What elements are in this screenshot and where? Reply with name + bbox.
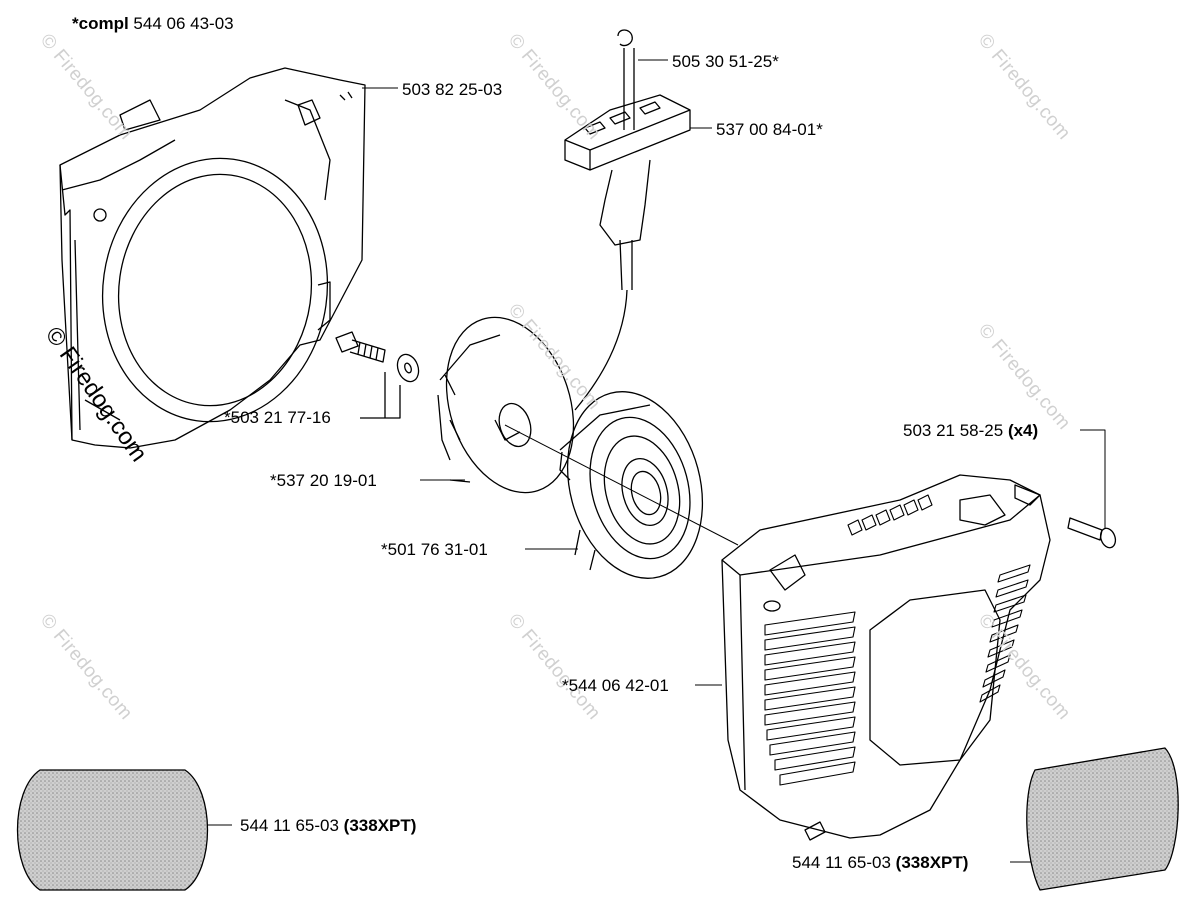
starter-handle-drawing — [564, 29, 691, 411]
part-label-starter-cover: *544 06 42-01 — [562, 676, 669, 695]
part-label-rope-pulley: *501 76 31-01 — [381, 540, 488, 559]
leader-lines — [205, 59, 1106, 863]
part-label-decal-right: 544 11 65-03 (338XPT) — [792, 853, 968, 873]
part-label-bolt-washer: *503 21 77-16 — [224, 408, 331, 427]
part-number: 503 21 58-25 — [903, 421, 1004, 440]
decal-left-drawing — [16, 769, 209, 891]
part-model-note: (338XPT) — [343, 816, 417, 835]
assembly-part-number: 544 06 43-03 — [133, 14, 234, 33]
spring-pulley-drawing — [437, 316, 575, 494]
part-number: 544 11 65-03 — [240, 816, 339, 835]
part-label-decal-left: 544 11 65-03 (338XPT) — [240, 816, 416, 836]
fan-housing-drawing — [59, 67, 366, 449]
part-label-fan-housing: 503 82 25-03 — [402, 80, 503, 99]
rope-pulley-drawing — [559, 391, 704, 579]
part-label-handle: 537 00 84-01* — [716, 120, 823, 139]
part-model-note: (338XPT) — [895, 853, 969, 872]
assembly-label: *compl 544 06 43-03 — [72, 14, 234, 34]
part-number: 544 11 65-03 — [792, 853, 891, 872]
decal-right-drawing — [1026, 747, 1179, 891]
starter-screw-drawing — [1067, 517, 1117, 549]
part-label-spring-pulley: *537 20 19-01 — [270, 471, 377, 490]
part-quantity-note: (x4) — [1007, 421, 1039, 440]
bolt-washer-drawing — [335, 331, 420, 419]
starter-cover-drawing — [721, 474, 1051, 841]
part-label-cord: 505 30 51-25* — [672, 52, 779, 71]
assembly-prefix: *compl — [72, 14, 129, 33]
part-label-starter-screw: 503 21 58-25 (x4) — [903, 421, 1038, 441]
